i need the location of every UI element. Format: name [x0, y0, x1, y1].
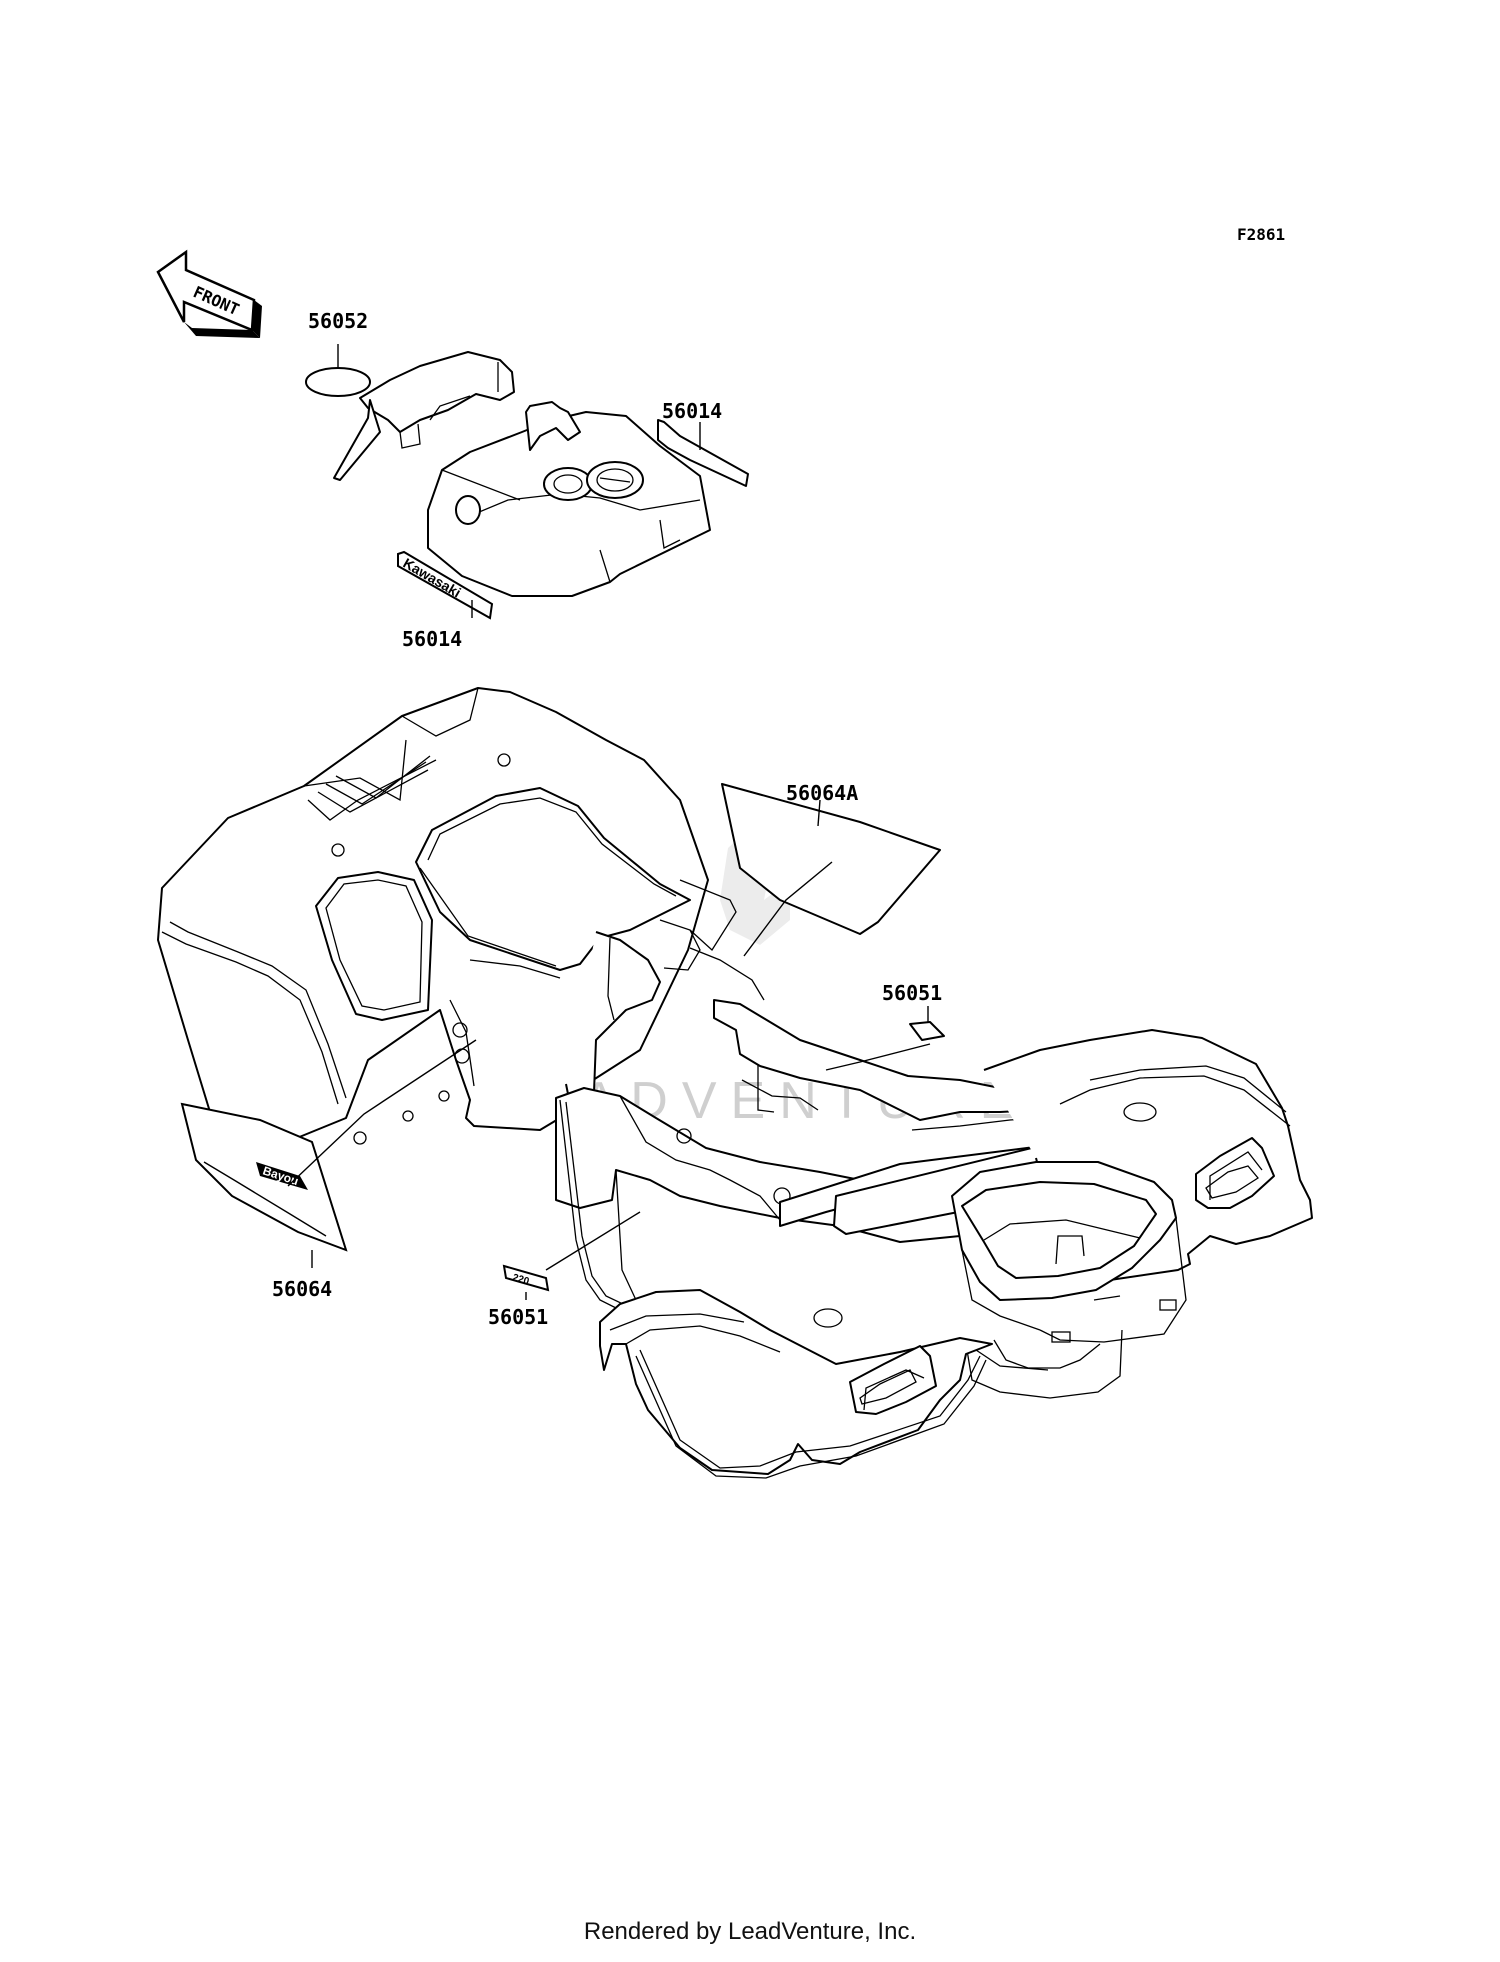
rear-fender-assembly: [157, 687, 1313, 1479]
leader-56064A: [743, 861, 833, 957]
upper-cover-assembly: [333, 351, 711, 597]
callout-56051-right: 56051: [882, 981, 942, 1005]
decal-56064A: [721, 783, 941, 935]
callout-56064: 56064: [272, 1277, 332, 1301]
callout-56014-top: 56014: [662, 399, 722, 423]
decal-56014-strip: [657, 419, 749, 487]
model-text: 220: [511, 1272, 530, 1287]
decal-56052-oval: [305, 367, 371, 397]
callout-56014-bottom: 56014: [402, 627, 462, 651]
callout-56052: 56052: [308, 309, 368, 333]
leader-56064-fender: [287, 1039, 477, 1187]
decal-56051-model: 220: [502, 1264, 550, 1292]
callout-56051-bottom: 56051: [488, 1305, 548, 1329]
callout-56064A: 56064A: [786, 781, 858, 805]
footer-credit: Rendered by LeadVenture, Inc.: [583, 1918, 917, 1945]
leader-56051-right: [825, 1043, 931, 1071]
figure-code: F2861: [1237, 225, 1285, 244]
decal-56051-right: [909, 1021, 945, 1041]
front-arrow-icon: FRONT: [156, 249, 262, 338]
leader-56064A-tag: [817, 799, 821, 827]
leader-56051-fender: [545, 1211, 641, 1271]
decal-56064-bayou: Bayou: [180, 1102, 348, 1252]
